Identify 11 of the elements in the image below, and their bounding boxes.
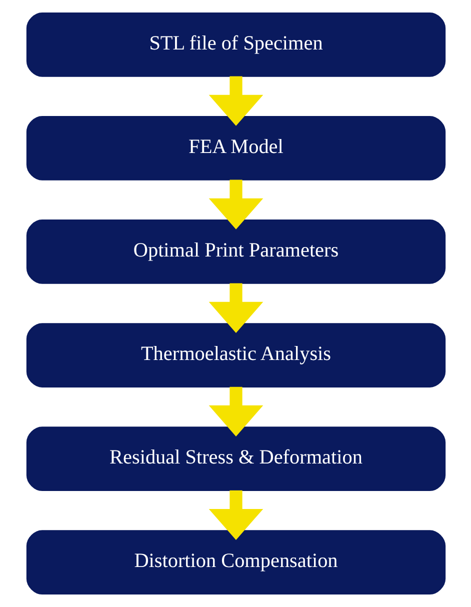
arrow — [208, 386, 263, 436]
node-box: Distortion Compensation — [26, 530, 446, 595]
arrow — [208, 490, 263, 540]
arrow — [208, 76, 263, 126]
node-box: Optimal Print Parameters — [26, 220, 446, 284]
arrow — [208, 180, 263, 230]
node-box: Thermoelastic Analysis — [26, 323, 446, 388]
arrow — [208, 283, 263, 333]
node-box: STL file of Specimen — [26, 12, 446, 77]
node-box: Residual Stress & Deformation — [26, 426, 446, 491]
node-box: FEA Model — [26, 116, 446, 180]
